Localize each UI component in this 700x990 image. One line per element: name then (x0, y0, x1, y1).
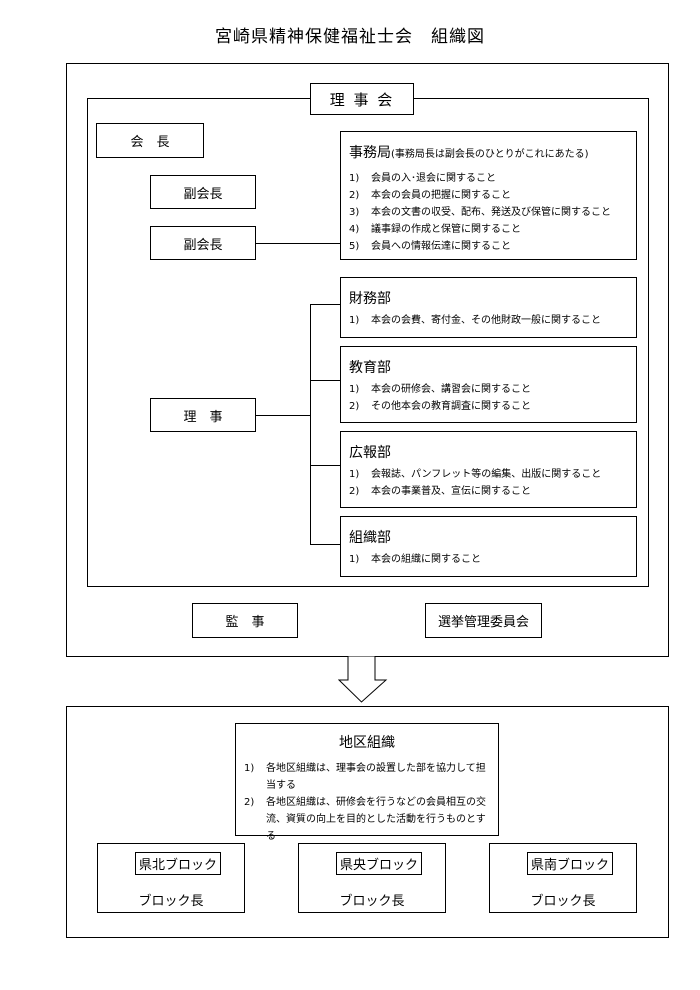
department-finance: 財務部 1)本会の会費、寄付金、その他財政一般に関すること (340, 277, 637, 338)
department-title: 広報部 (349, 445, 391, 461)
block-head: ブロック長 (138, 894, 204, 909)
list-item: 2)本会の会員の把握に関すること (349, 190, 511, 201)
list-item: 5)会員への情報伝達に関すること (349, 241, 511, 252)
block-head: ブロック長 (339, 894, 405, 909)
block-name: 県央ブロック (336, 852, 423, 875)
block-central: 県央ブロック ブロック長 (298, 843, 446, 913)
page-title: 宮崎県精神保健福祉士会 組織図 (215, 27, 485, 47)
election-committee-box: 選挙管理委員会 (425, 603, 542, 638)
block-north: 県北ブロック ブロック長 (97, 843, 245, 913)
connector-dept-finance (310, 304, 340, 305)
department-title: 組織部 (349, 530, 391, 546)
president-box: 会 長 (96, 123, 204, 158)
department-title: 財務部 (349, 291, 391, 307)
auditor-box: 監 事 (192, 603, 298, 638)
list-item: 4)議事録の作成と保管に関すること (349, 224, 521, 235)
department-pr: 広報部 1)会報誌、パンフレット等の編集、出版に関すること 2)本会の事業普及、… (340, 431, 637, 508)
list-item: 2)各地区組織は、研修会を行うなどの会員相互の交流、資質の向上を目的とした活動を… (244, 797, 486, 842)
list-item: 1)会員の入･退会に関すること (349, 173, 496, 184)
board-label: 理 事 会 (310, 83, 414, 115)
district-title: 地区組織 (339, 735, 395, 751)
list-item: 1)本会の組織に関すること (349, 554, 481, 565)
vice-president-box-2: 副会長 (150, 226, 256, 260)
connector-dept-education (310, 380, 340, 381)
list-item: 1)本会の研修会、講習会に関すること (349, 384, 531, 395)
connector-dept-pr (310, 465, 340, 466)
down-arrow-icon (338, 656, 388, 703)
list-item: 1)本会の会費、寄付金、その他財政一般に関すること (349, 315, 601, 326)
list-item: 3)本会の文書の収受、配布、発送及び保管に関すること (349, 207, 611, 218)
list-item: 1)会報誌、パンフレット等の編集、出版に関すること (349, 469, 602, 480)
secretariat-title: 事務局 (349, 145, 391, 161)
secretariat-note: (事務局長は副会長のひとりがこれにあたる) (391, 149, 589, 160)
connector-dept-organization (310, 544, 340, 545)
vice-president-box-1: 副会長 (150, 175, 256, 209)
connector-departments-trunk (310, 304, 311, 544)
department-title: 教育部 (349, 360, 391, 376)
directors-box: 理 事 (150, 398, 256, 432)
list-item: 2)その他本会の教育調査に関すること (349, 401, 531, 412)
connector-vp-secretariat (256, 243, 340, 244)
district-organization-box: 地区組織 1)各地区組織は、理事会の設置した部を協力して担当する 2)各地区組織… (235, 723, 499, 842)
connector-directors (256, 415, 310, 416)
block-name: 県南ブロック (527, 852, 614, 875)
list-item: 1)各地区組織は、理事会の設置した部を協力して担当する (244, 763, 486, 791)
block-south: 県南ブロック ブロック長 (489, 843, 637, 913)
block-head: ブロック長 (530, 894, 596, 909)
block-name: 県北ブロック (135, 852, 222, 875)
list-item: 2)本会の事業普及、宣伝に関すること (349, 486, 531, 497)
department-organization: 組織部 1)本会の組織に関すること (340, 516, 637, 577)
department-education: 教育部 1)本会の研修会、講習会に関すること 2)その他本会の教育調査に関するこ… (340, 346, 637, 423)
secretariat-box: 事務局(事務局長は副会長のひとりがこれにあたる) 1)会員の入･退会に関すること… (340, 131, 637, 260)
